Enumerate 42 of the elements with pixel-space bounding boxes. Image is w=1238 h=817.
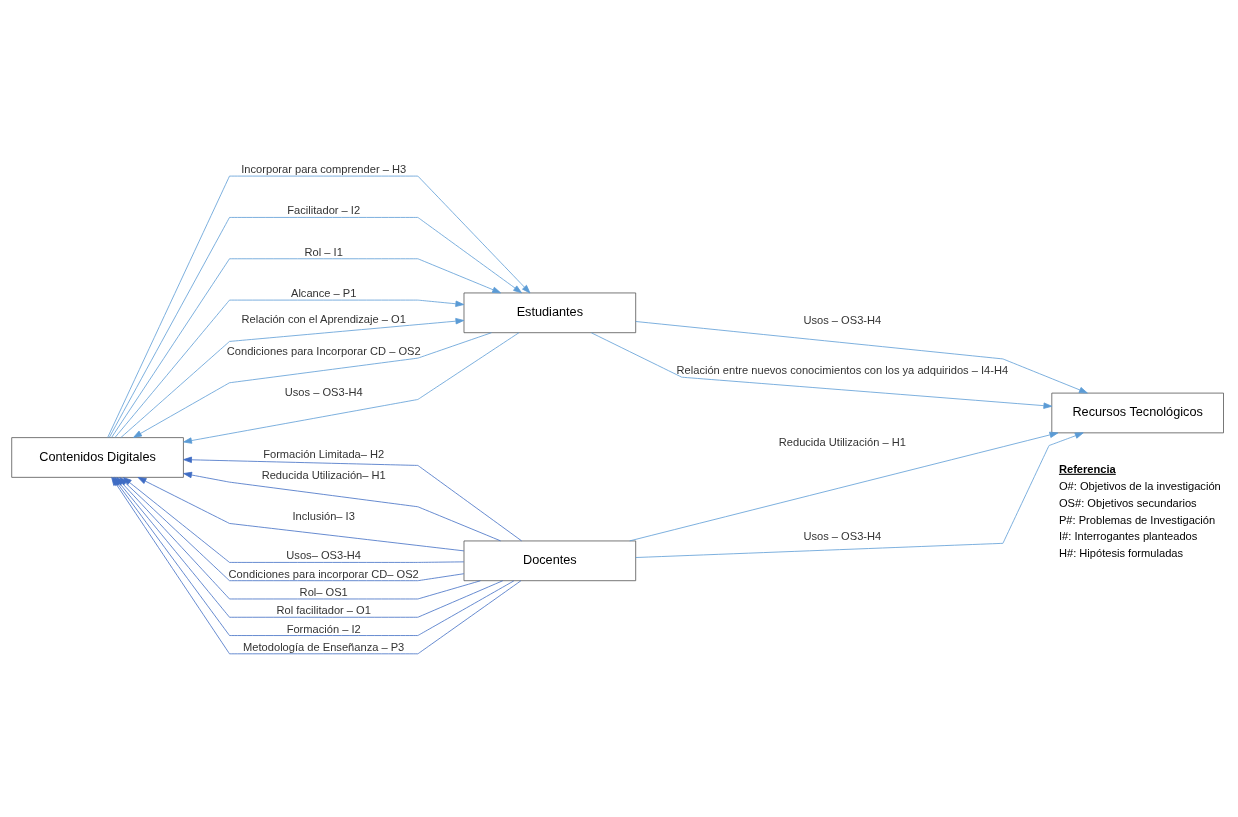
arrow — [111, 257, 501, 438]
node-box: Docentes — [463, 540, 637, 581]
edge-label: Rol – I1 — [304, 245, 343, 258]
arrow — [183, 331, 520, 444]
edge-label: Usos – OS3-H4 — [803, 529, 882, 542]
edge-label: Relación con el Aprendizaje – O1 — [241, 312, 406, 325]
arrow — [183, 471, 501, 541]
arrow — [635, 320, 1088, 393]
edge-label: Relación entre nuevos conocimientos con los ya adquiridos – I4-H4 — [676, 363, 1009, 376]
node-box: Estudiantes — [463, 292, 637, 333]
arrow — [108, 216, 522, 438]
label: P#: Problemas de Investigación — [1058, 513, 1216, 526]
edge-label: Condiciones para Incorporar CD – OS2 — [226, 344, 421, 357]
label: I#: Interrogantes planteados — [1058, 529, 1198, 542]
edge-label: Usos– OS3-H4 — [286, 548, 362, 561]
edge-label: Usos – OS3-H4 — [284, 385, 363, 398]
arrow — [635, 431, 1084, 558]
edge-label: Alcance – P1 — [290, 286, 357, 299]
edge-label: Formación Limitada– H2 — [263, 447, 385, 460]
label: H#: Hipótesis formuladas — [1058, 546, 1184, 559]
edge-label: Inclusión– I3 — [292, 509, 355, 522]
arrow — [137, 476, 465, 551]
node-box: Contenidos Digitales — [11, 436, 184, 478]
edge-label: Reducida Utilización– H1 — [261, 468, 386, 481]
label: Referencia — [1058, 462, 1116, 475]
edge-label: Rol facilitador – O1 — [276, 603, 371, 616]
edge-label: Metodología de Enseñanza – P3 — [243, 640, 405, 653]
arrow — [183, 456, 522, 541]
edge-label: Incorporar para comprender – H3 — [241, 162, 407, 175]
label: O#: Objetivos de la investigación — [1058, 479, 1221, 492]
edge-label: Formación – I2 — [286, 622, 361, 635]
arrow — [133, 331, 492, 438]
node-box: Recursos Tecnológicos — [1051, 392, 1224, 433]
edge-label: Condiciones para incorporar CD– OS2 — [228, 567, 419, 580]
edge-label: Usos – OS3-H4 — [803, 313, 882, 326]
label: OS#: Objetivos secundarios — [1058, 496, 1197, 509]
arrow — [591, 331, 1053, 409]
edge-label: Rol– OS1 — [299, 585, 348, 598]
arrow — [629, 431, 1059, 541]
edge-label: Facilitador – I2 — [287, 203, 361, 216]
edge-label: Reducida Utilización – H1 — [778, 435, 906, 448]
arrow — [107, 175, 531, 438]
